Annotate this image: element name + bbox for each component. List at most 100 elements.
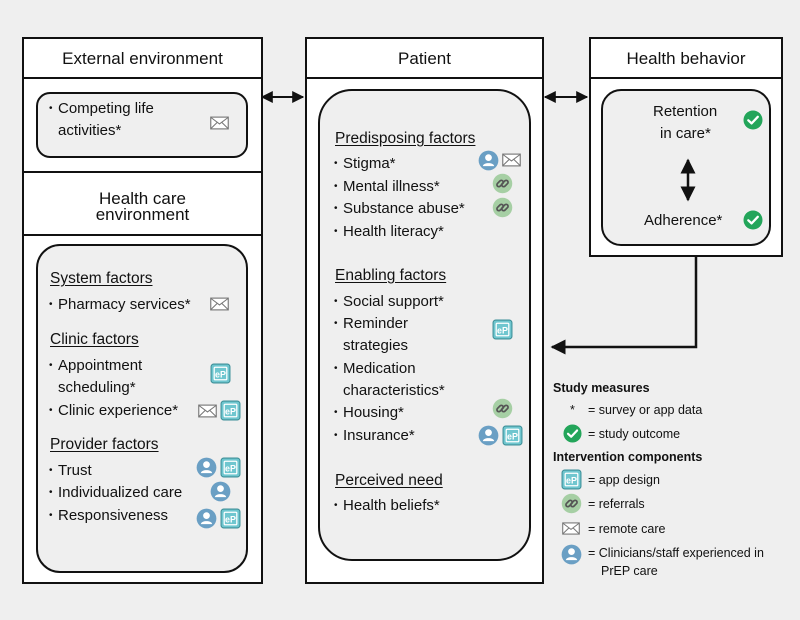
bullet: • (334, 226, 338, 237)
app-design-icon: eP (561, 469, 582, 495)
patient-factors-box (318, 89, 531, 561)
remote-care-icon (502, 153, 521, 172)
medication-characteristics-line1: Medication (343, 360, 416, 377)
bullet: • (334, 203, 338, 214)
referrals-legend-label: = referrals (588, 497, 645, 511)
bullet: • (334, 296, 338, 307)
svg-text:eP: eP (225, 463, 236, 473)
competing-life-line2: activities* (58, 122, 122, 139)
clinician-icon (210, 481, 231, 507)
app-legend-label: = app design (588, 473, 660, 487)
medication-characteristics-line2: characteristics* (343, 382, 445, 399)
clinician-icon (196, 508, 217, 534)
app-design-icon: eP (210, 363, 231, 389)
pharmacy-services: Pharmacy services* (58, 296, 191, 313)
system-factors-heading: System factors (50, 270, 153, 287)
clinic-factors-heading: Clinic factors (50, 331, 139, 348)
substance-abuse: Substance abuse* (343, 200, 465, 217)
external-environment-title: External environment (62, 49, 223, 68)
svg-text:eP: eP (497, 325, 508, 335)
provider-factors-heading: Provider factors (50, 436, 159, 453)
patient-title: Patient (398, 49, 451, 68)
individualized-care: Individualized care (58, 484, 183, 501)
clinician-icon (478, 425, 499, 451)
svg-text:eP: eP (225, 406, 236, 416)
app-design-icon: eP (220, 400, 241, 426)
bullet: • (334, 500, 338, 511)
appointment-scheduling-line1: Appointment (58, 357, 143, 374)
health-beliefs: Health beliefs* (343, 497, 440, 514)
health-behavior-title: Health behavior (626, 49, 746, 68)
patient-column: Patient (305, 37, 544, 584)
bullet: • (334, 430, 338, 441)
study-outcome-icon (563, 424, 582, 448)
patient-title-divider (307, 77, 542, 79)
referral-icon (492, 197, 513, 223)
bullet: • (49, 510, 53, 521)
clinician-icon (561, 544, 582, 570)
healthcare-environment-title-line2: environment (95, 205, 190, 224)
bullet: • (49, 405, 53, 416)
referral-icon (492, 398, 513, 424)
health-literacy: Health literacy* (343, 223, 444, 240)
remote-care-icon (198, 404, 217, 423)
app-design-icon: eP (492, 319, 513, 345)
responsiveness: Responsiveness (58, 507, 169, 524)
clinic-experience: Clinic experience* (58, 402, 179, 419)
bullet: • (49, 360, 53, 371)
clinician-icon (196, 457, 217, 483)
clinician-legend-label-line1: = Clinicians/staff experienced in (588, 546, 764, 560)
bullet: • (49, 103, 53, 114)
competing-life-line1: Competing life (58, 100, 154, 117)
remote-care-icon (210, 116, 229, 135)
perceived-need-heading: Perceived need (335, 472, 443, 489)
bullet: • (334, 363, 338, 374)
remote-care-icon (562, 522, 580, 540)
mental-illness: Mental illness* (343, 178, 440, 195)
clinician-icon (478, 150, 499, 176)
bullet: • (49, 487, 53, 498)
svg-text:eP: eP (225, 514, 236, 524)
retention-line2: in care* (660, 125, 711, 142)
svg-text:eP: eP (215, 369, 226, 379)
study-measures-heading: Study measures (553, 381, 650, 395)
behavior-feedback-arrow (550, 257, 698, 355)
predisposing-factors-heading: Predisposing factors (335, 130, 476, 147)
reminder-strategies-line1: Reminder (343, 315, 409, 332)
adherence: Adherence* (644, 212, 723, 229)
outcome-legend-label: = study outcome (588, 427, 681, 441)
external-title-divider (24, 77, 261, 79)
referral-icon (492, 173, 513, 199)
trust: Trust (58, 462, 92, 479)
retention-line1: Retention (653, 103, 718, 120)
healthcare-environment-title-line1: Health care (99, 189, 186, 208)
app-design-icon: eP (502, 425, 523, 451)
study-outcome-icon (743, 210, 763, 235)
bullet: • (49, 465, 53, 476)
referral-icon (561, 493, 582, 519)
svg-text:eP: eP (566, 475, 577, 485)
bullet: • (334, 158, 338, 169)
healthcare-title-divider (24, 234, 261, 236)
clinician-legend-label-line2: PrEP care (601, 564, 658, 578)
bullet: • (334, 181, 338, 192)
remote-legend-label: = remote care (588, 522, 666, 536)
external-healthcare-divider (24, 171, 261, 173)
enabling-factors-heading: Enabling factors (335, 267, 447, 284)
app-design-icon: eP (220, 457, 241, 483)
housing: Housing* (343, 404, 404, 421)
asterisk-legend-label: = survey or app data (588, 403, 703, 417)
stigma: Stigma* (343, 155, 396, 172)
remote-care-icon (210, 297, 229, 316)
reminder-strategies-line2: strategies (343, 337, 409, 354)
bullet: • (49, 299, 53, 310)
svg-text:eP: eP (507, 431, 518, 441)
social-support: Social support* (343, 293, 444, 310)
asterisk-symbol: * (570, 403, 575, 417)
app-design-icon: eP (220, 508, 241, 534)
bullet: • (334, 318, 338, 329)
insurance: Insurance* (343, 427, 415, 444)
bullet: • (334, 407, 338, 418)
intervention-components-heading: Intervention components (553, 450, 703, 464)
